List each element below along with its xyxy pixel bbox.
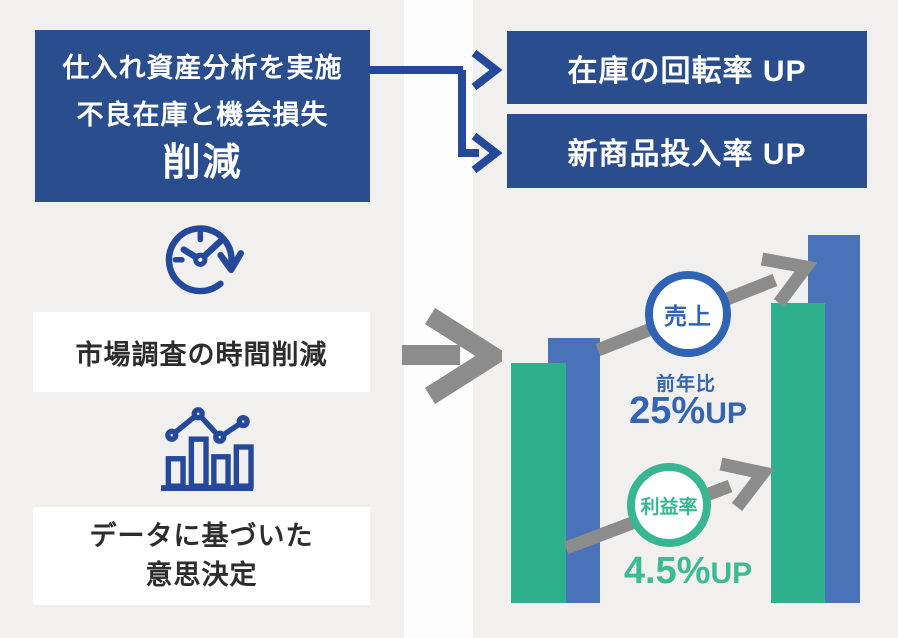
profit-bar-before bbox=[511, 363, 566, 603]
profit-bar-after bbox=[771, 303, 825, 603]
cause-line-3: 削減 bbox=[162, 141, 243, 184]
sales-up-suffix: UP bbox=[705, 397, 747, 430]
cause-line-1: 仕入れ資産分析を実施 bbox=[62, 53, 343, 83]
cause-box: 仕入れ資産分析を実施 不良在庫と機会損失 削減 bbox=[35, 30, 370, 202]
yoy-label: 前年比 bbox=[655, 374, 716, 395]
decision-box: データに基づいた 意思決定 bbox=[33, 507, 370, 605]
profit-up-value: 4.5% bbox=[623, 550, 711, 592]
profit-up-suffix: UP bbox=[710, 557, 753, 590]
right-arrow-icon bbox=[402, 307, 502, 405]
profit-badge: 利益率 bbox=[627, 463, 711, 547]
sales-badge: 売上 bbox=[645, 271, 731, 357]
time-saving-box: 市場調査の時間削減 bbox=[33, 312, 370, 392]
decision-line-1: データに基づいた bbox=[89, 520, 314, 551]
profit-badge-label: 利益率 bbox=[640, 496, 698, 518]
outcome-box-new-product-rate: 新商品投入率 UP bbox=[507, 114, 867, 188]
profit-up-caption: 4.5%UP bbox=[586, 550, 790, 593]
outcome-box-inventory-turnover: 在庫の回転率 UP bbox=[507, 31, 867, 104]
sales-up-value: 25% bbox=[629, 390, 706, 432]
sales-trend-arrowhead bbox=[760, 252, 818, 307]
branch-connector-arrows bbox=[370, 49, 503, 174]
outcome-label-1: 在庫の回転率 UP bbox=[567, 54, 807, 88]
profit-trend-arrowhead bbox=[719, 457, 775, 511]
sales-up-caption: 25%UP bbox=[586, 390, 790, 433]
clock-rotation-icon bbox=[165, 225, 245, 295]
outcome-label-2: 新商品投入率 UP bbox=[567, 138, 807, 171]
cause-line-2: 不良在庫と機会損失 bbox=[76, 100, 329, 131]
sales-badge-label: 売上 bbox=[664, 303, 712, 329]
time-saving-label: 市場調査の時間削減 bbox=[75, 339, 328, 370]
bar-line-chart-icon bbox=[161, 407, 254, 492]
decision-line-2: 意思決定 bbox=[145, 560, 258, 590]
